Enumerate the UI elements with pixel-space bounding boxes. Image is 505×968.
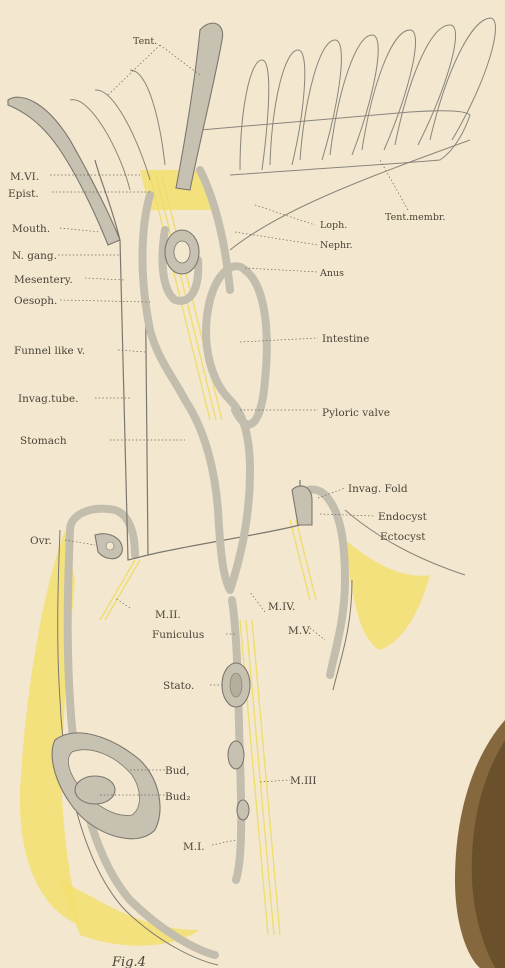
label-bud: Bud,: [165, 765, 190, 777]
statoblast-small: [228, 741, 244, 769]
label-intestine: Intestine: [322, 333, 369, 345]
figure-caption: Fig.4: [111, 955, 146, 968]
label-miv: M.IV.: [268, 601, 295, 613]
label-ectocyst: Ectocyst: [380, 531, 426, 543]
label-oesoph: Oesoph.: [14, 295, 57, 307]
label-ovr: Ovr.: [30, 535, 52, 547]
label-n-gang: N. gang.: [12, 250, 57, 262]
label-mvi: M.VI.: [10, 171, 39, 183]
label-mesentery: Mesentery.: [14, 274, 73, 286]
label-anus: Anus: [319, 268, 344, 279]
label-invag-fold: Invag. Fold: [348, 483, 408, 495]
label-epist: Epist.: [8, 188, 39, 200]
label-funnel-like-v: Funnel like v.: [14, 345, 85, 357]
label-loph: Loph.: [320, 220, 347, 231]
label-invag-tube: Invag.tube.: [18, 393, 78, 405]
label-mv: M.V.: [288, 625, 311, 637]
label-endocyst: Endocyst: [378, 511, 428, 523]
label-bud2: Bud₂: [165, 791, 190, 803]
label-mii: M.II.: [155, 609, 181, 621]
label-mouth: Mouth.: [12, 223, 50, 235]
label-tent-membr: Tent.membr.: [385, 212, 445, 223]
label-mi: M.I.: [183, 841, 205, 853]
label-miii: M.III: [290, 775, 317, 787]
label-stato: Stato.: [163, 680, 194, 692]
label-nephr: Nephr.: [320, 240, 353, 251]
label-pyloric-valve: Pyloric valve: [322, 407, 390, 419]
label-stomach: Stomach: [20, 435, 67, 447]
label-funiculus: Funiculus: [152, 629, 204, 641]
label-tent: Tent.: [133, 36, 157, 47]
